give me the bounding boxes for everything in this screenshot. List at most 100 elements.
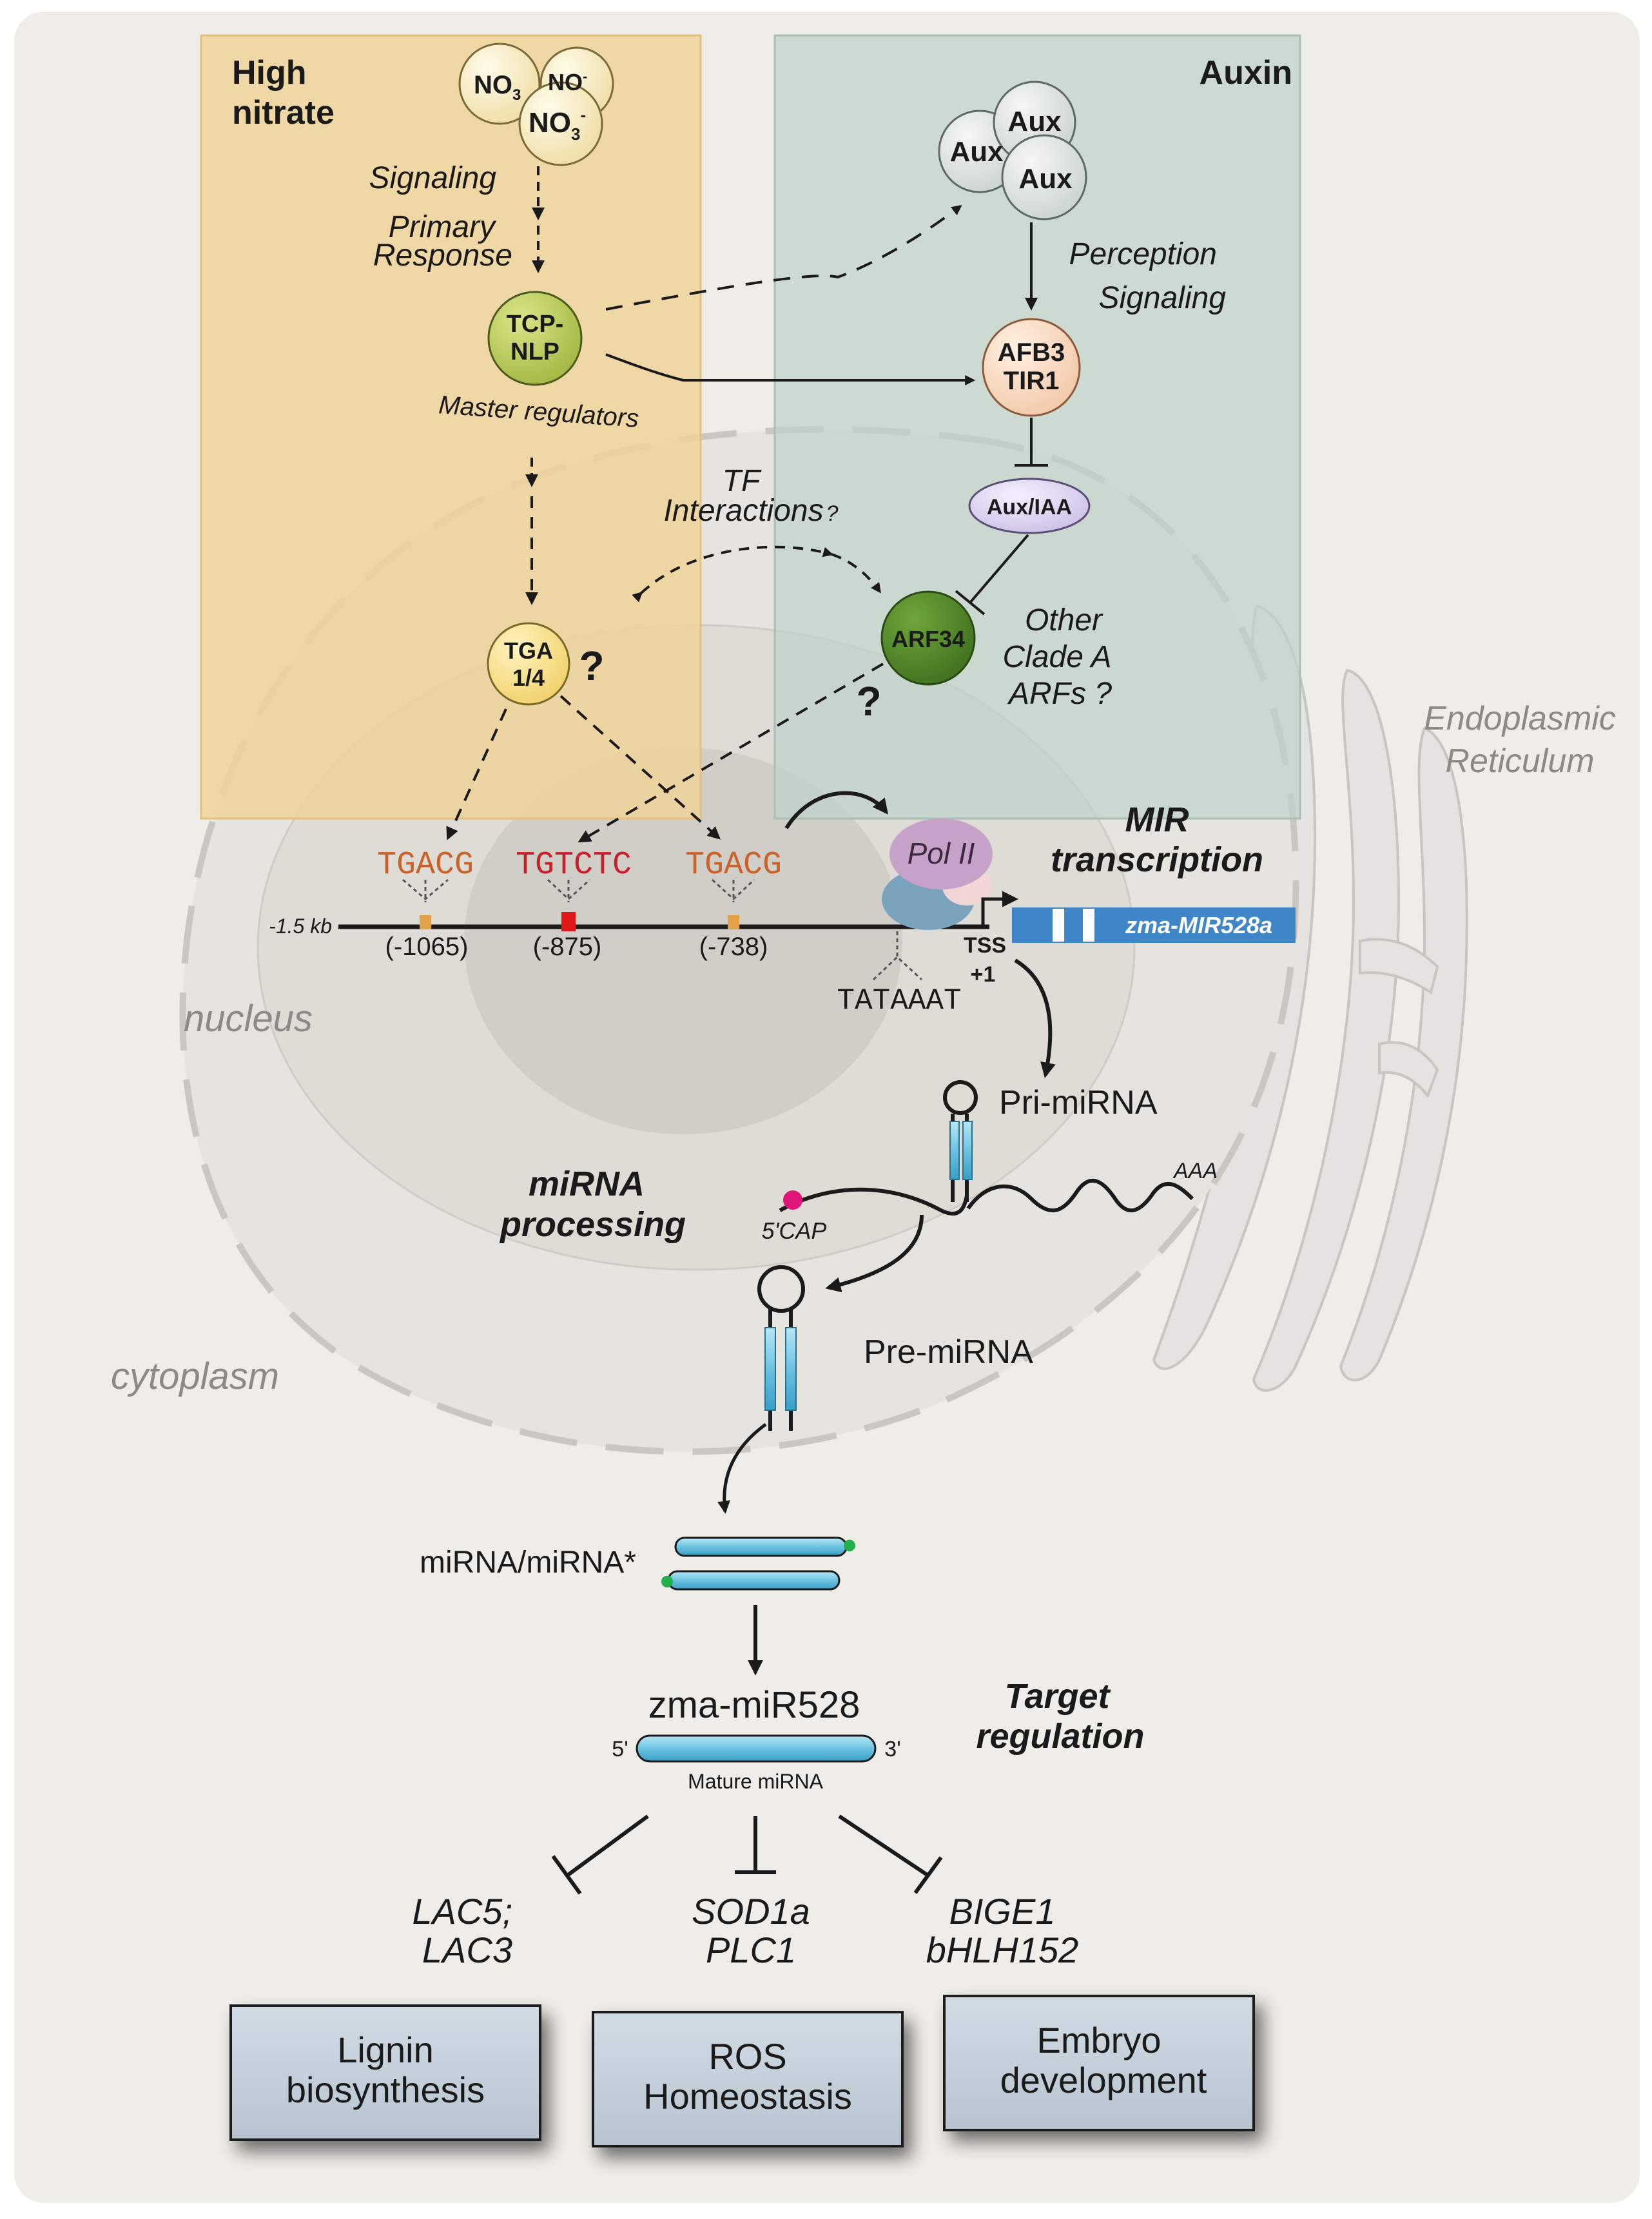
mature-mirna-strand: [636, 1734, 877, 1763]
polya-label: AAA: [1172, 1159, 1218, 1183]
pre-to-duplex-arrow: [717, 1422, 767, 1514]
motif-3-position: (-738): [699, 933, 768, 961]
other-arfs-line2: Clade A: [1003, 640, 1112, 674]
tga-node: [487, 622, 570, 706]
motif-1-position: (-1065): [385, 933, 469, 961]
afb3-label: AFB3: [998, 338, 1065, 367]
tcp-nlp-node: [487, 291, 583, 386]
target-inhibition-lines: [551, 1814, 943, 1895]
mature-mirna-label: Mature miRNA: [688, 1770, 823, 1793]
tcp-to-afb3-arrow: [605, 353, 976, 385]
pri-to-pre-arrow: [825, 1214, 924, 1293]
auxin-molecule-group: Aux Aux Aux: [938, 81, 1087, 220]
target-bige1: BIGE1: [949, 1891, 1056, 1932]
outcome-ros-line1: ROS: [708, 2036, 786, 2077]
afb3-inhibits-auxiaa: [1015, 418, 1048, 467]
motif-1-site: [420, 915, 431, 929]
auxin-signaling-label: Signaling: [1099, 281, 1227, 315]
promoter-start-label: -1.5 kb: [269, 915, 332, 938]
motif-tgacg-1: TGACG: [377, 847, 474, 884]
tss-arrow: [981, 891, 1018, 925]
primary-response-line2: Response: [373, 238, 512, 273]
auxiaa-inhibits-arf34: [955, 534, 1029, 615]
tir1-label: TIR1: [1004, 367, 1060, 395]
er-label-line1: Endoplasmic: [1424, 700, 1616, 737]
tga-question: ?: [579, 643, 604, 689]
nitrate-label-c: NO3-: [529, 105, 586, 144]
tga-label-line2: 1/4: [512, 664, 545, 691]
nitrate-title-line1: High: [232, 54, 307, 92]
mirna-processing-line2: processing: [499, 1205, 686, 1244]
mature-mirna-name: zma-miR528: [648, 1684, 860, 1726]
outcome-box-embryo: [943, 1995, 1255, 2131]
pri-mirna: [779, 1080, 1194, 1216]
target-lac5: LAC5;: [412, 1891, 512, 1932]
target-bhlh152: bHLH152: [926, 1930, 1079, 1970]
tcp-nlp-label-line2: NLP: [510, 338, 559, 365]
pre-mirna-label: Pre-miRNA: [864, 1333, 1033, 1371]
arf34-node: [880, 590, 976, 686]
motif-tgtctc: TGTCTC: [516, 847, 632, 884]
mir-transcription-line2: transcription: [1051, 840, 1263, 879]
plus-one-label: +1: [971, 962, 996, 987]
outcome-box-lignin: [229, 2004, 541, 2141]
outcome-lignin-line2: biosynthesis: [286, 2069, 485, 2110]
nitrate-panel: [200, 34, 702, 820]
promoter-region: -1.5 kb TGACG (-1065) TGTCTC (-875) TGAC…: [269, 791, 1296, 1018]
tf-to-motif-arrows: [446, 663, 884, 843]
five-prime-cap: [783, 1190, 802, 1210]
aux-iaa-node: [968, 478, 1091, 534]
pri-mirna-label: Pri-miRNA: [999, 1084, 1158, 1121]
nucleus-label: nucleus: [184, 998, 313, 1040]
interactions-label: Interactions?: [663, 494, 838, 528]
tss-label: TSS: [964, 933, 1006, 958]
target-regulation-line2: regulation: [976, 1717, 1144, 1756]
gene-label: zma-MIR528a: [1125, 912, 1272, 938]
five-prime-label: 5': [612, 1737, 628, 1761]
other-arfs-line3: ARFs ?: [1007, 677, 1112, 711]
outcome-ros-line2: Homeostasis: [643, 2076, 852, 2117]
outcome-lignin-line1: Lignin: [337, 2030, 433, 2070]
pre-mirna: [757, 1265, 805, 1431]
tf-interaction-dashed-arc: [632, 545, 834, 603]
primary-response-line1: Primary: [389, 210, 497, 244]
nitrate-molecule-group: NO3 NO- NO3-: [458, 43, 614, 166]
tcp-to-auxin-dashed-arrow: [605, 205, 962, 311]
nitrate-title-line2: nitrate: [232, 94, 335, 131]
mir-transcription-line1: MIR: [1125, 800, 1189, 839]
nucleolus: [464, 748, 902, 1134]
tf-label: TF: [723, 464, 762, 498]
outcome-box-ros: [592, 2011, 904, 2147]
nitrate-label-b: NO-: [548, 68, 587, 95]
other-arfs-line1: Other: [1025, 603, 1103, 637]
outcome-embryo-line1: Embryo: [1037, 2020, 1161, 2060]
auxin-label-a: Aux: [949, 136, 1004, 168]
motif-tgacg-2: TGACG: [685, 847, 782, 884]
auxin-title: Auxin: [1200, 54, 1292, 92]
target-regulation-line1: Target: [1004, 1677, 1111, 1716]
target-plc1: PLC1: [706, 1930, 796, 1970]
arf34-label: ARF34: [891, 626, 965, 652]
pol2-label: Pol II: [908, 837, 975, 870]
motif-2-position: (-875): [533, 933, 602, 961]
motif-to-pol2-arrow: [784, 791, 888, 829]
perception-label: Perception: [1069, 237, 1217, 271]
auxin-label-c: Aux: [1018, 163, 1073, 195]
target-sod1a: SOD1a: [692, 1891, 810, 1932]
er-label-line2: Reticulum: [1445, 742, 1594, 780]
mirna-processing-line1: miRNA: [529, 1165, 645, 1203]
pol2-complex: [889, 819, 993, 889]
cytoplasm-label: cytoplasm: [111, 1355, 279, 1397]
cap-label: 5'CAP: [762, 1217, 827, 1244]
motif-3-site: [728, 915, 739, 929]
afb3-tir1-receptor: [982, 318, 1081, 417]
signaling-label: Signaling: [369, 161, 497, 195]
outcome-embryo-line2: development: [1000, 2060, 1207, 2100]
target-lac3: LAC3: [422, 1930, 512, 1970]
duplex-label: miRNA/miRNA*: [420, 1546, 636, 1580]
auxin-label-b: Aux: [1007, 106, 1062, 137]
tga-label-line1: TGA: [504, 637, 553, 664]
transcription-to-pri-arrow: [1014, 958, 1056, 1078]
motif-2-site: [561, 912, 576, 931]
